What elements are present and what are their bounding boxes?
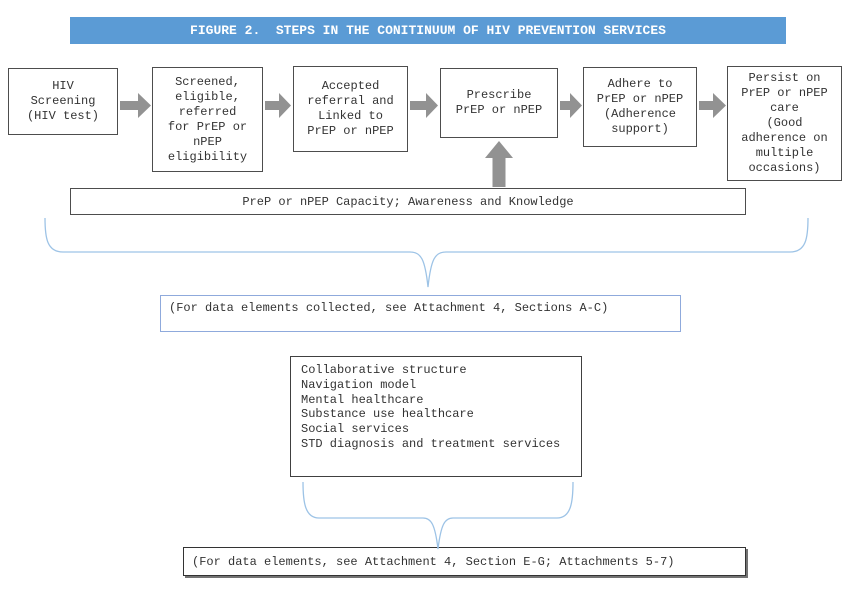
note-data-elements-b: (For data elements, see Attachment 4, Se… [183,547,746,576]
flow-step-accepted-referral: Accepted referral and Linked to PrEP or … [293,66,408,152]
arrow-right-icon [410,93,438,118]
arrow-right-icon [560,93,582,118]
flow-step-screened-eligible: Screened, eligible, referred for PrEP or… [152,67,263,172]
figure-title-bar: FIGURE 2. STEPS IN THE CONITINUUM OF HIV… [70,17,786,44]
arrow-right-icon [699,93,726,118]
flow-step-persist: Persist on PrEP or nPEP care (Good adher… [727,66,842,181]
arrow-up-icon [485,141,513,187]
flow-step-hiv-screening: HIV Screening (HIV test) [8,68,118,135]
note-data-elements-a: (For data elements collected, see Attach… [160,295,681,332]
arrow-right-icon [120,93,151,118]
flow-step-prescribe: Prescribe PrEP or nPEP [440,68,558,138]
capacity-awareness-bar: PreP or nPEP Capacity; Awareness and Kno… [70,188,746,215]
figure-title: FIGURE 2. STEPS IN THE CONITINUUM OF HIV… [190,23,666,38]
note-data-elements-b-text: (For data elements, see Attachment 4, Se… [192,554,675,569]
brace-upper-icon [44,217,809,288]
support-services-box: Collaborative structure Navigation model… [290,356,582,477]
arrow-right-icon [265,93,291,118]
flow-step-adhere: Adhere to PrEP or nPEP (Adherence suppor… [583,67,697,147]
brace-lower-icon [302,481,574,550]
